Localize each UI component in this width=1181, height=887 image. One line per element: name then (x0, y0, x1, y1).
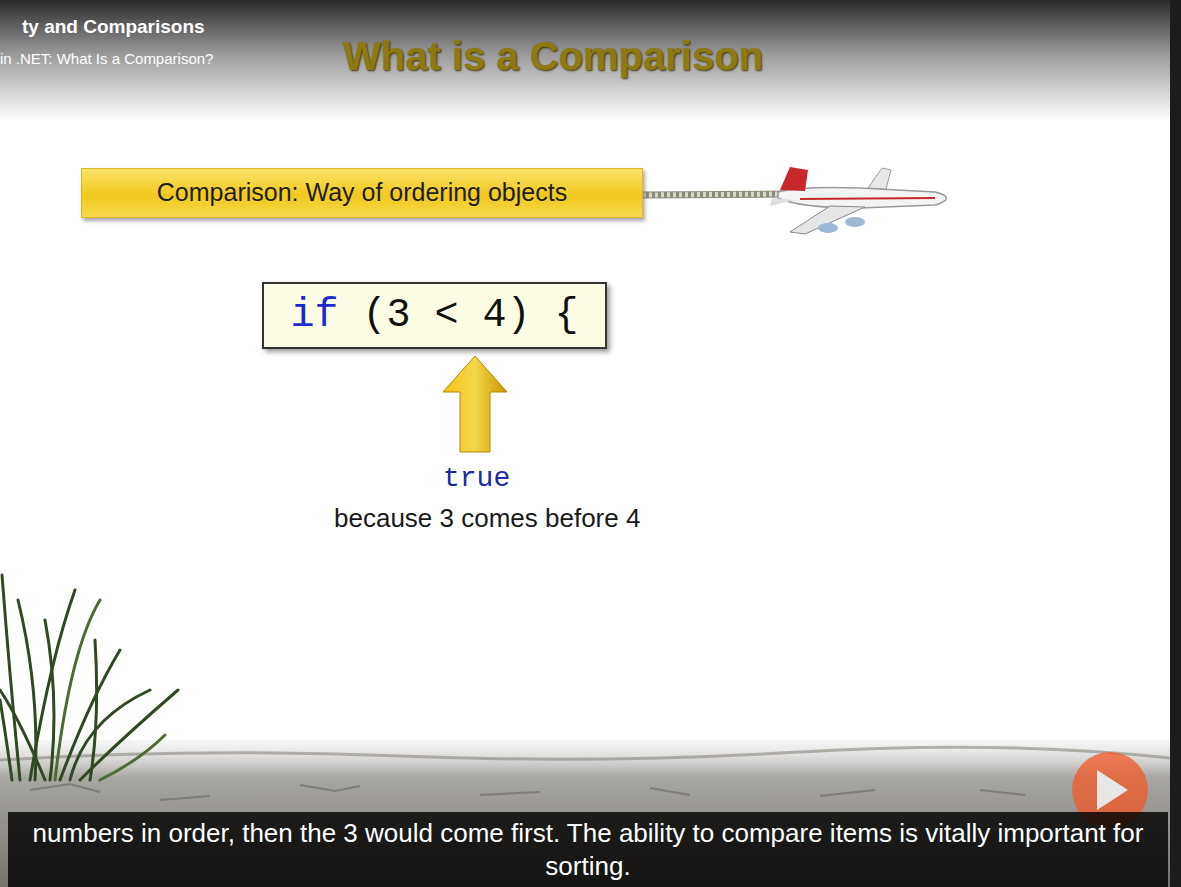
banner-text: Comparison: Way of ordering objects (157, 179, 567, 207)
module-title: in .NET: What Is a Comparison? (0, 50, 213, 67)
frame-edge (1170, 0, 1181, 887)
airplane (770, 167, 947, 234)
result-value: true (443, 463, 510, 494)
up-arrow (443, 356, 507, 452)
definition-banner: Comparison: Way of ordering objects (81, 168, 643, 218)
slide-title: What is a Comparison (343, 34, 763, 79)
subtitle-text: numbers in order, then the 3 would come … (14, 817, 1162, 883)
header-gradient (0, 0, 1181, 120)
subtitle-band (8, 812, 1168, 887)
stone-ground (0, 740, 1170, 887)
result-note: because 3 comes before 4 (334, 503, 640, 534)
code-box: if (3 < 4) { (262, 282, 607, 349)
tow-rope (643, 194, 785, 195)
course-title: ty and Comparisons (22, 16, 205, 38)
grass-tuft (0, 575, 178, 780)
code-text: if (3 < 4) { (290, 294, 578, 338)
